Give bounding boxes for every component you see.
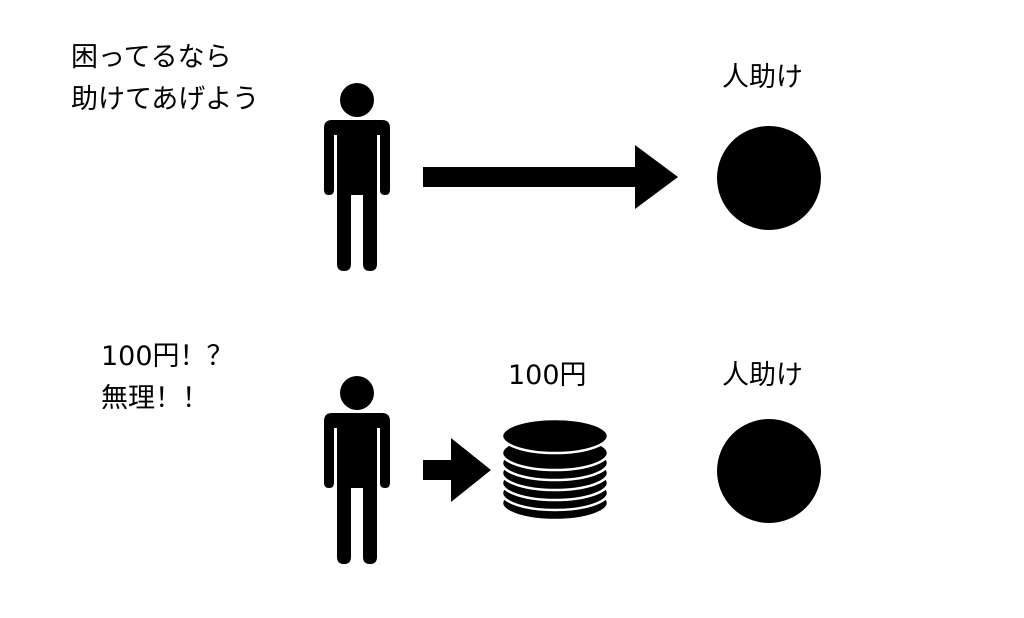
person-icon [320,83,394,271]
helping-circle-icon [716,418,822,524]
bottom-caption-line1: 100円！？ [101,341,234,372]
coin-stack-icon [500,417,610,525]
bottom-target-label: 人助け [722,360,803,391]
coin-label: 100円 [508,360,587,391]
bottom-caption-line2: 無理！！ [101,383,209,414]
long-arrow-icon [423,145,678,209]
person-icon [320,376,394,564]
top-target-label: 人助け [722,62,803,93]
top-caption-line1: 困ってるなら [71,42,232,73]
top-caption-line2: 助けてあげよう [71,84,260,115]
helping-circle-icon [716,125,822,231]
short-arrow-icon [423,438,491,502]
